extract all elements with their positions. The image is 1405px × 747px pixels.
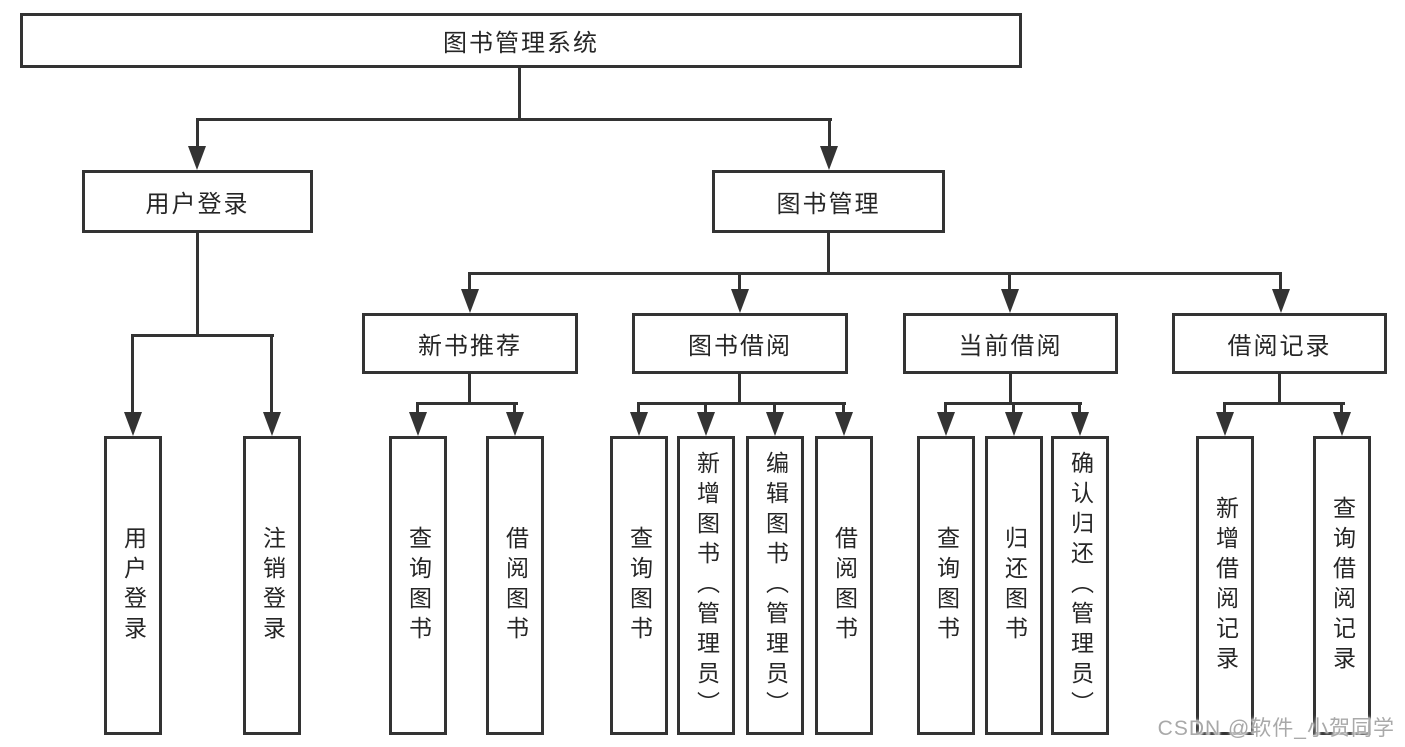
connector-current-stem-line [1008, 272, 1011, 292]
connector-records-rail-line [1223, 402, 1345, 405]
connector-newbook-stem-line [468, 272, 471, 292]
arrowhead-down-icon [1216, 412, 1234, 436]
leaf-records-add-record: 新增借阅记录 [1196, 436, 1254, 735]
arrowhead-down-icon [1071, 412, 1089, 436]
node-root-label: 图书管理系统 [443, 30, 599, 57]
leaf-newbook-borrow-books: 借阅图书 [486, 436, 544, 735]
node-current-borrowing: 当前借阅 [903, 313, 1118, 374]
node-root-system: 图书管理系统 [20, 13, 1022, 68]
leaf-borrow-query-books: 查询图书 [610, 436, 668, 735]
arrowhead-down-icon [937, 412, 955, 436]
connector-leaf-stem-line [513, 402, 516, 414]
leaf-current-return-books-label: 归还图书 [1001, 525, 1028, 646]
connector-root-drop-line [518, 66, 521, 120]
node-new-book-recommend: 新书推荐 [362, 313, 578, 374]
arrowhead-down-icon [1001, 289, 1019, 313]
leaf-records-query-record-label: 查询借阅记录 [1329, 495, 1356, 676]
leaf-user-login-label: 用户登录 [120, 525, 147, 646]
connector-leaf-stem-line [704, 402, 707, 414]
leaf-borrow-borrow-books: 借阅图书 [815, 436, 873, 735]
leaf-newbook-borrow-books-label: 借阅图书 [502, 525, 529, 646]
connector-level3-rail-line [468, 272, 1282, 275]
connector-borrow-stem-line [738, 272, 741, 292]
connector-leaf-stem-line [1078, 402, 1081, 414]
leaf-logout-label: 注销登录 [259, 525, 286, 646]
leaf-borrow-edit-books-admin: 编辑图书（管理员） [746, 436, 804, 735]
arrowhead-down-icon [630, 412, 648, 436]
leaf-user-login: 用户登录 [104, 436, 162, 735]
connector-leaf-stem-line [1223, 402, 1226, 414]
connector-leaf-stem-line [270, 334, 273, 414]
connector-user-login-stem-line [196, 118, 199, 148]
connector-leaf-stem-line [1340, 402, 1343, 414]
leaf-records-add-record-label: 新增借阅记录 [1212, 495, 1239, 676]
arrowhead-down-icon [1005, 412, 1023, 436]
connector-leaf-stem-line [944, 402, 947, 414]
leaf-newbook-query-books: 查询图书 [389, 436, 447, 735]
arrowhead-down-icon [409, 412, 427, 436]
leaf-current-confirm-return-admin-label: 确认归还（管理员） [1067, 450, 1094, 721]
arrowhead-down-icon [263, 412, 281, 436]
connector-borrow-drop-line [738, 372, 741, 405]
leaf-current-return-books: 归还图书 [985, 436, 1043, 735]
connector-newbook-rail-line [416, 402, 518, 405]
connector-user-rail-line [131, 334, 274, 337]
arrowhead-down-icon [188, 146, 206, 170]
node-book-management: 图书管理 [712, 170, 945, 233]
node-user-login-label: 用户登录 [145, 191, 250, 218]
leaf-current-query-books: 查询图书 [917, 436, 975, 735]
node-new-book-recommend-label: 新书推荐 [418, 333, 522, 360]
connector-book-mgmt-stem-line [828, 118, 831, 148]
connector-leaf-stem-line [842, 402, 845, 414]
leaf-borrow-add-books-admin-label: 新增图书（管理员） [693, 450, 720, 721]
arrowhead-down-icon [697, 412, 715, 436]
node-borrowing-records-label: 借阅记录 [1227, 333, 1332, 360]
node-book-borrowing: 图书借阅 [632, 313, 848, 374]
leaf-current-confirm-return-admin: 确认归还（管理员） [1051, 436, 1109, 735]
connector-records-stem-line [1279, 272, 1282, 292]
leaf-logout: 注销登录 [243, 436, 301, 735]
connector-leaf-stem-line [416, 402, 419, 414]
leaf-records-query-record: 查询借阅记录 [1313, 436, 1371, 735]
node-user-login: 用户登录 [82, 170, 313, 233]
arrowhead-down-icon [766, 412, 784, 436]
connector-borrow-rail-line [637, 402, 846, 405]
connector-leaf-stem-line [637, 402, 640, 414]
node-book-management-label: 图书管理 [776, 191, 881, 218]
leaf-borrow-borrow-books-label: 借阅图书 [831, 525, 858, 646]
arrowhead-down-icon [461, 289, 479, 313]
node-current-borrowing-label: 当前借阅 [958, 333, 1063, 360]
connector-user-drop-line [196, 231, 199, 337]
connector-leaf-stem-line [773, 402, 776, 414]
leaf-current-query-books-label: 查询图书 [933, 525, 960, 646]
connector-current-drop-line [1009, 372, 1012, 405]
connector-book-mgmt-drop-line [827, 232, 830, 274]
arrowhead-down-icon [835, 412, 853, 436]
node-borrowing-records: 借阅记录 [1172, 313, 1387, 374]
connector-newbook-drop-line [468, 372, 471, 405]
leaf-borrow-add-books-admin: 新增图书（管理员） [677, 436, 735, 735]
arrowhead-down-icon [506, 412, 524, 436]
connector-leaf-stem-line [131, 334, 134, 414]
leaf-borrow-edit-books-admin-label: 编辑图书（管理员） [762, 450, 789, 721]
arrowhead-down-icon [1272, 289, 1290, 313]
connector-leaf-stem-line [1012, 402, 1015, 414]
arrowhead-down-icon [124, 412, 142, 436]
arrowhead-down-icon [1333, 412, 1351, 436]
connector-level2-rail-line [196, 118, 832, 121]
leaf-borrow-query-books-label: 查询图书 [626, 525, 653, 646]
connector-records-drop-line [1278, 372, 1281, 405]
node-book-borrowing-label: 图书借阅 [688, 333, 792, 360]
leaf-newbook-query-books-label: 查询图书 [405, 525, 432, 646]
arrowhead-down-icon [731, 289, 749, 313]
csdn-watermark: CSDN @软件_小贺同学 [1157, 717, 1395, 740]
arrowhead-down-icon [820, 146, 838, 170]
